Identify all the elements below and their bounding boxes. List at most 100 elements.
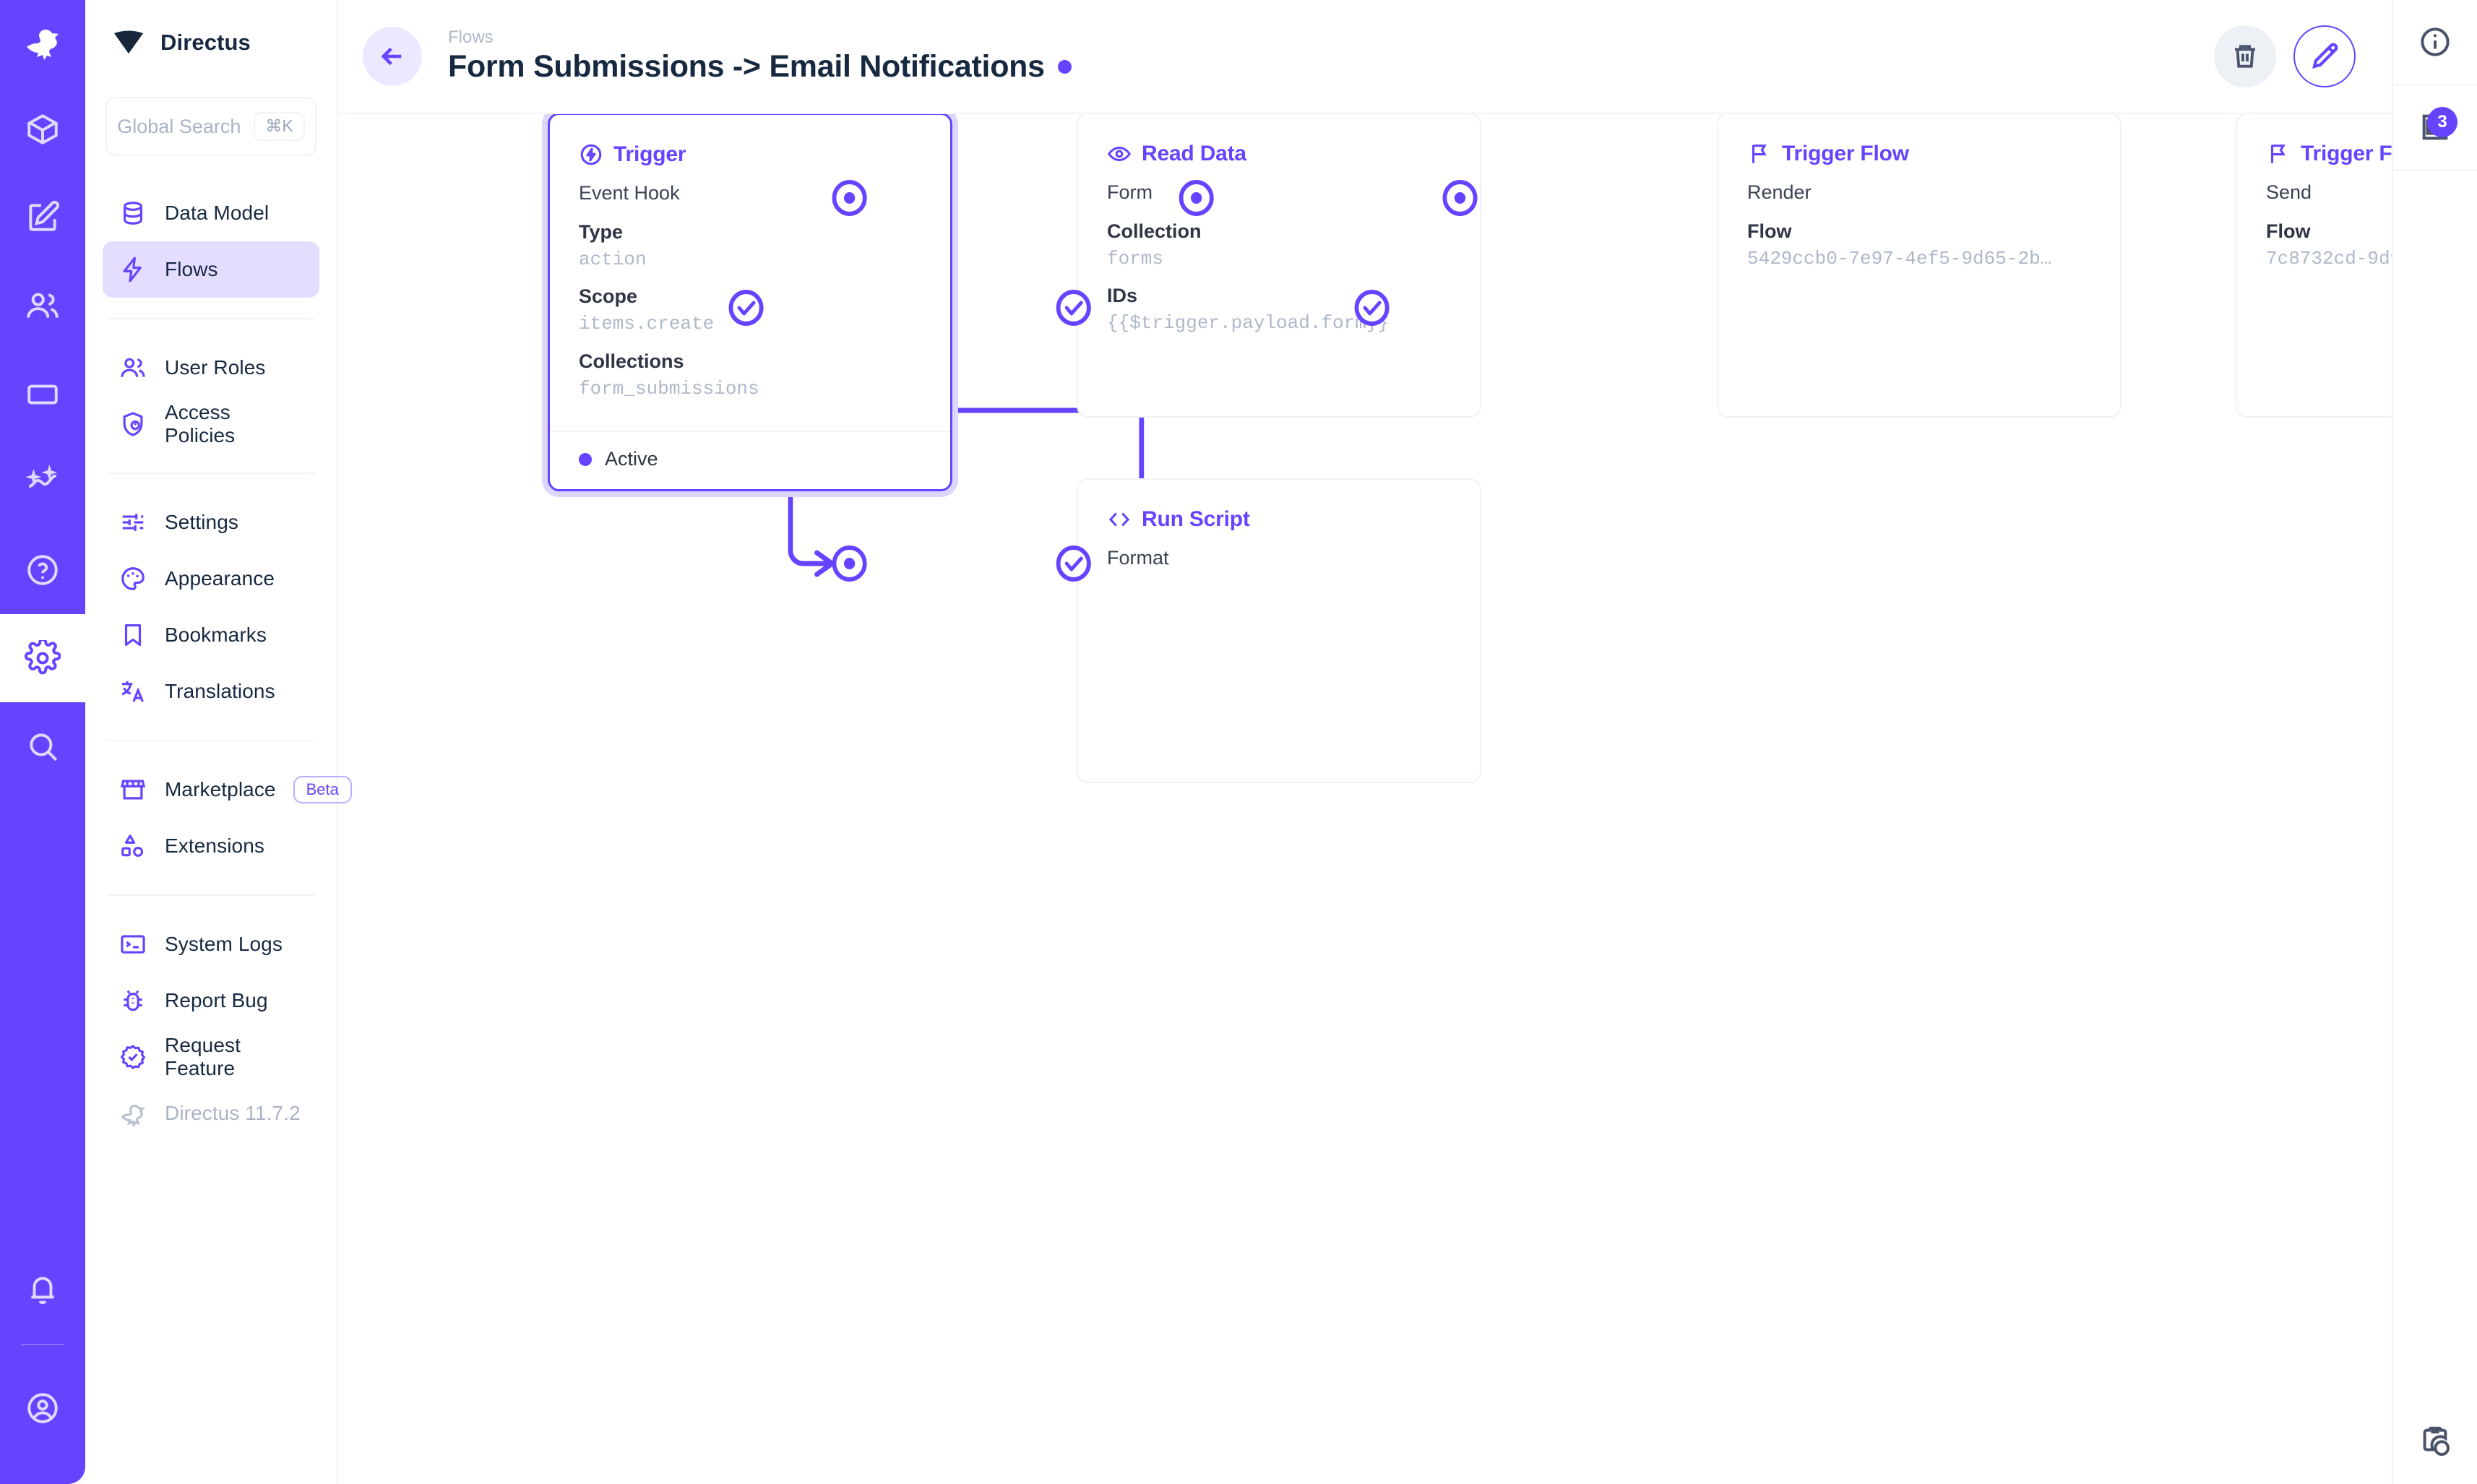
sidebar-item-report-bug[interactable]: Report Bug: [103, 972, 319, 1029]
sidebar-item-version: Directus 11.7.2: [103, 1085, 319, 1142]
sidebar-item-bookmarks[interactable]: Bookmarks: [103, 607, 319, 663]
rail-item-settings[interactable]: [0, 614, 85, 702]
badge-check-icon: [119, 1043, 147, 1071]
field-label: Flow: [2266, 220, 2311, 242]
sidebar-item-label: Access Policies: [165, 401, 236, 447]
breadcrumb[interactable]: Flows: [448, 27, 494, 48]
field-label: Scope: [579, 285, 638, 308]
sidebar-item-request-feature[interactable]: Request Feature: [103, 1029, 319, 1085]
edit-flow-button[interactable]: [2293, 25, 2356, 87]
sidebar-item-data-model[interactable]: Data Model: [103, 185, 319, 241]
node-body: Form Collection forms IDs {{$trigger.pay…: [1078, 166, 1480, 337]
page-title: Form Submissions -> Email Notifications: [448, 49, 1045, 85]
sidebar-separator: [107, 473, 315, 474]
sidebar-item-flows[interactable]: Flows: [103, 241, 319, 298]
bookmark-icon: [119, 621, 147, 650]
rail-item-notifications[interactable]: [0, 1246, 85, 1334]
rabbit-icon: [119, 1099, 147, 1128]
field-label: Collections: [579, 350, 684, 372]
rail-item-insights[interactable]: [0, 438, 85, 526]
database-icon: [119, 199, 147, 228]
sidebar-group-3: Settings Appearance Bookmarks Translatio…: [103, 494, 319, 720]
flow-canvas[interactable]: Trigger Event Hook Type action Scope ite…: [338, 114, 2392, 1484]
node-body: Event Hook Type action Scope items.creat…: [550, 167, 950, 431]
back-button[interactable]: [363, 27, 422, 86]
sidebar-item-marketplace[interactable]: Marketplace Beta: [103, 762, 352, 818]
edit-square-icon: [29, 200, 60, 231]
rail-bottom-group: [0, 1246, 85, 1484]
node-subtitle: Render: [1747, 181, 1812, 203]
global-search-placeholder: Global Search: [117, 115, 241, 137]
delete-flow-button[interactable]: [2214, 25, 2276, 87]
sidebar-item-extensions[interactable]: Extensions: [103, 818, 319, 874]
rail-item-files[interactable]: [0, 350, 85, 438]
rail-item-help[interactable]: [0, 526, 85, 614]
field-value: form_submissions: [579, 377, 759, 400]
sidebar-group-2: User Roles Access Policies: [103, 340, 319, 452]
sidebar-item-access-policies[interactable]: Access Policies: [103, 396, 319, 452]
field-value: 5429ccb0-7e97-4ef5-9d65-2b…: [1747, 247, 2052, 269]
sidebar-separator: [107, 318, 315, 319]
sidebar-item-label: Report Bug: [165, 989, 268, 1011]
marketplace-beta-badge: Beta: [293, 776, 352, 803]
field-value: 7c8732cd-9d9e-44be: [2266, 247, 2392, 269]
page-header: Flows Form Submissions -> Email Notifica…: [338, 0, 2392, 114]
flow-node-read-data[interactable]: Read Data Form Collection forms IDs {{$t…: [1077, 114, 1481, 418]
sidebar-item-label: System Logs: [165, 933, 283, 955]
rail-item-content[interactable]: [0, 85, 85, 173]
logs-panel-button[interactable]: 3: [2392, 85, 2477, 171]
rail-divider: [21, 1344, 64, 1345]
sidebar-separator: [107, 894, 315, 896]
info-panel-button[interactable]: [2392, 0, 2477, 85]
sidebar-group-4: Marketplace Beta Extensions: [103, 762, 352, 874]
node-header: Run Script: [1078, 480, 1480, 532]
sidebar-item-label: Directus 11.7.2: [165, 1102, 301, 1124]
rail-item-account[interactable]: [0, 1364, 85, 1452]
arrow-left-icon: [381, 47, 402, 66]
rabbit-logo-icon: [27, 30, 59, 60]
folder-icon: [27, 384, 58, 405]
node-body: Send Flow 7c8732cd-9d9e-44be: [2237, 166, 2392, 272]
node-subtitle: Event Hook: [579, 182, 680, 204]
sidebar-item-settings[interactable]: Settings: [103, 494, 319, 551]
project-brand[interactable]: Directus: [103, 0, 319, 85]
module-sidebar: Directus Global Search ⌘K Data Model Flo…: [85, 0, 352, 1484]
port-input-run-script: [832, 545, 867, 582]
rail-item-search[interactable]: [0, 702, 85, 790]
sidebar-item-label: Translations: [165, 680, 275, 702]
global-search-input[interactable]: Global Search ⌘K: [105, 97, 316, 156]
sidebar-item-label: Marketplace: [165, 778, 276, 801]
info-circle-icon: [2421, 27, 2450, 56]
trash-icon: [2235, 45, 2255, 68]
flow-node-trigger-flow-render[interactable]: Trigger Flow Render Flow 5429ccb0-7e97-4…: [1717, 114, 2121, 418]
flow-node-run-script[interactable]: Run Script Format: [1077, 478, 1481, 783]
sidebar-item-user-roles[interactable]: User Roles: [103, 340, 319, 396]
sidebar-item-label: Settings: [165, 511, 238, 533]
sidebar-item-system-logs[interactable]: System Logs: [103, 916, 319, 972]
sidebar-item-appearance[interactable]: Appearance: [103, 551, 319, 607]
logs-badge-count: 3: [2427, 107, 2457, 137]
node-subtitle: Format: [1107, 547, 1169, 569]
flow-node-trigger-flow-send[interactable]: Trigger Flow Send Flow 7c8732cd-9d9e-44b…: [2236, 114, 2392, 418]
code-brackets-icon: [1107, 507, 1132, 532]
box-icon: [27, 113, 58, 145]
rail-item-editor[interactable]: [0, 173, 85, 262]
gear-icon: [25, 640, 61, 675]
node-subtitle: Send: [2266, 181, 2312, 203]
node-header: Trigger Flow: [2237, 114, 2392, 166]
project-name: Directus: [160, 30, 251, 55]
module-rail: [0, 0, 85, 1484]
flag-icon: [1747, 142, 1772, 166]
sidebar-item-translations[interactable]: Translations: [103, 663, 319, 720]
flow-node-trigger[interactable]: Trigger Event Hook Type action Scope ite…: [548, 114, 952, 492]
node-type: Trigger: [613, 142, 686, 166]
field-value: {{$trigger.payload.form}}: [1107, 312, 1390, 335]
activity-history-button[interactable]: [2392, 1399, 2477, 1484]
directus-logo-rail[interactable]: [0, 0, 85, 85]
rail-item-users[interactable]: [0, 262, 85, 350]
node-type: Read Data: [1142, 142, 1246, 165]
sidebar-item-label: Appearance: [165, 567, 275, 590]
field-value: action: [579, 248, 647, 270]
terminal-icon: [119, 930, 147, 959]
